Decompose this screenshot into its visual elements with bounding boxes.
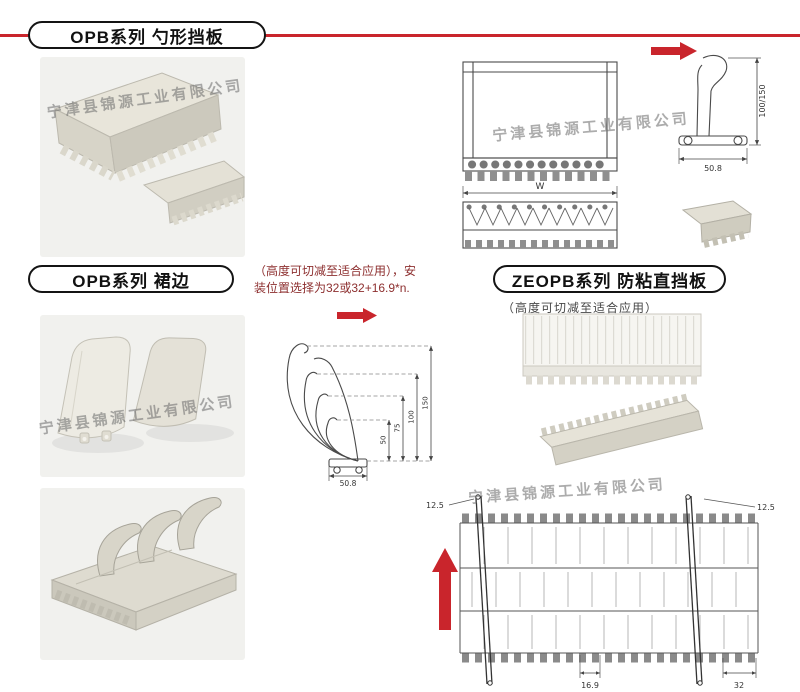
skirt-dim-100-label: 100 [408,410,416,423]
scoop-profile-view [678,54,748,146]
skirt-product-photo [40,315,245,477]
scoop-front-view [462,61,618,181]
belt-width-dimension: W [462,182,618,198]
baffle-left [475,494,493,686]
skirt-base-dimension: 50.8 [328,463,368,488]
skirt-fan-profile [286,343,368,474]
section-title-straight: ZEOPB系列 防粘直挡板 [493,265,726,293]
skirt-dim-75-label: 75 [394,424,402,433]
skirt-profile-drawing: 50 75 100 150 50.8 [286,308,434,488]
height-extension-lines [307,345,431,462]
assembly-illustration [50,497,238,631]
skirt-dim-150-label: 150 [422,396,430,409]
straight-baffle-3d-photo [539,393,704,466]
scoop-product-illustration [53,72,245,226]
scoop-product-photo [40,57,245,257]
skirt-usage-note: （高度可切减至适合应用），安 装位置选择为32或32+16.9*n. [254,264,417,295]
spacing-dim-label: 32 [734,681,744,690]
assembly-product-photo [40,488,245,660]
base-dimension-label: 50.8 [704,164,722,173]
straight-subtitle: （高度可切减至适合应用） [502,301,659,315]
section-title-skirt-label: OPB系列 裙边 [72,271,190,291]
section-title-straight-label: ZEOPB系列 防粘直挡板 [511,271,708,291]
scoop-3d-thumbnail [681,200,753,248]
top-rule [0,34,800,37]
profile-base-dimension: 50.8 [678,148,748,173]
module-plan-view [462,201,618,249]
scoop-technical-drawing: W 100/150 50.8 [462,42,767,249]
belt-dimensions: 12.5 12.5 16.9 32 [426,498,775,690]
skirt-base-dim-label: 50.8 [340,479,357,488]
skirt-product-illustration [52,336,234,453]
profile-height-dimension: 100/150 [728,57,767,146]
section-title-scoop: OPB系列 勺形挡板 [28,21,266,49]
edge-dim-right-label: 12.5 [757,503,775,512]
flow-direction-arrow-icon [337,308,377,323]
section-title-scoop-label: OPB系列 勺形挡板 [70,27,224,47]
edge-dim-left-label: 12.5 [426,501,444,510]
width-dimension-label: W [536,182,545,192]
straight-baffle-photos [522,313,704,466]
height-dimensions: 50 75 100 150 [380,346,434,461]
pitch-dim-label: 16.9 [581,681,599,690]
belt-direction-arrow-icon [432,548,458,630]
belt-band [459,513,759,663]
belt-plan-drawing: 12.5 12.5 16.9 32 [426,494,775,690]
baffle-right [685,494,703,686]
skirt-dim-50-label: 50 [380,436,388,445]
height-dimension-label: 100/150 [758,84,767,117]
flow-direction-arrow-icon [651,42,697,60]
section-title-skirt: OPB系列 裙边 [28,265,234,293]
straight-baffle-front-photo [522,313,702,385]
